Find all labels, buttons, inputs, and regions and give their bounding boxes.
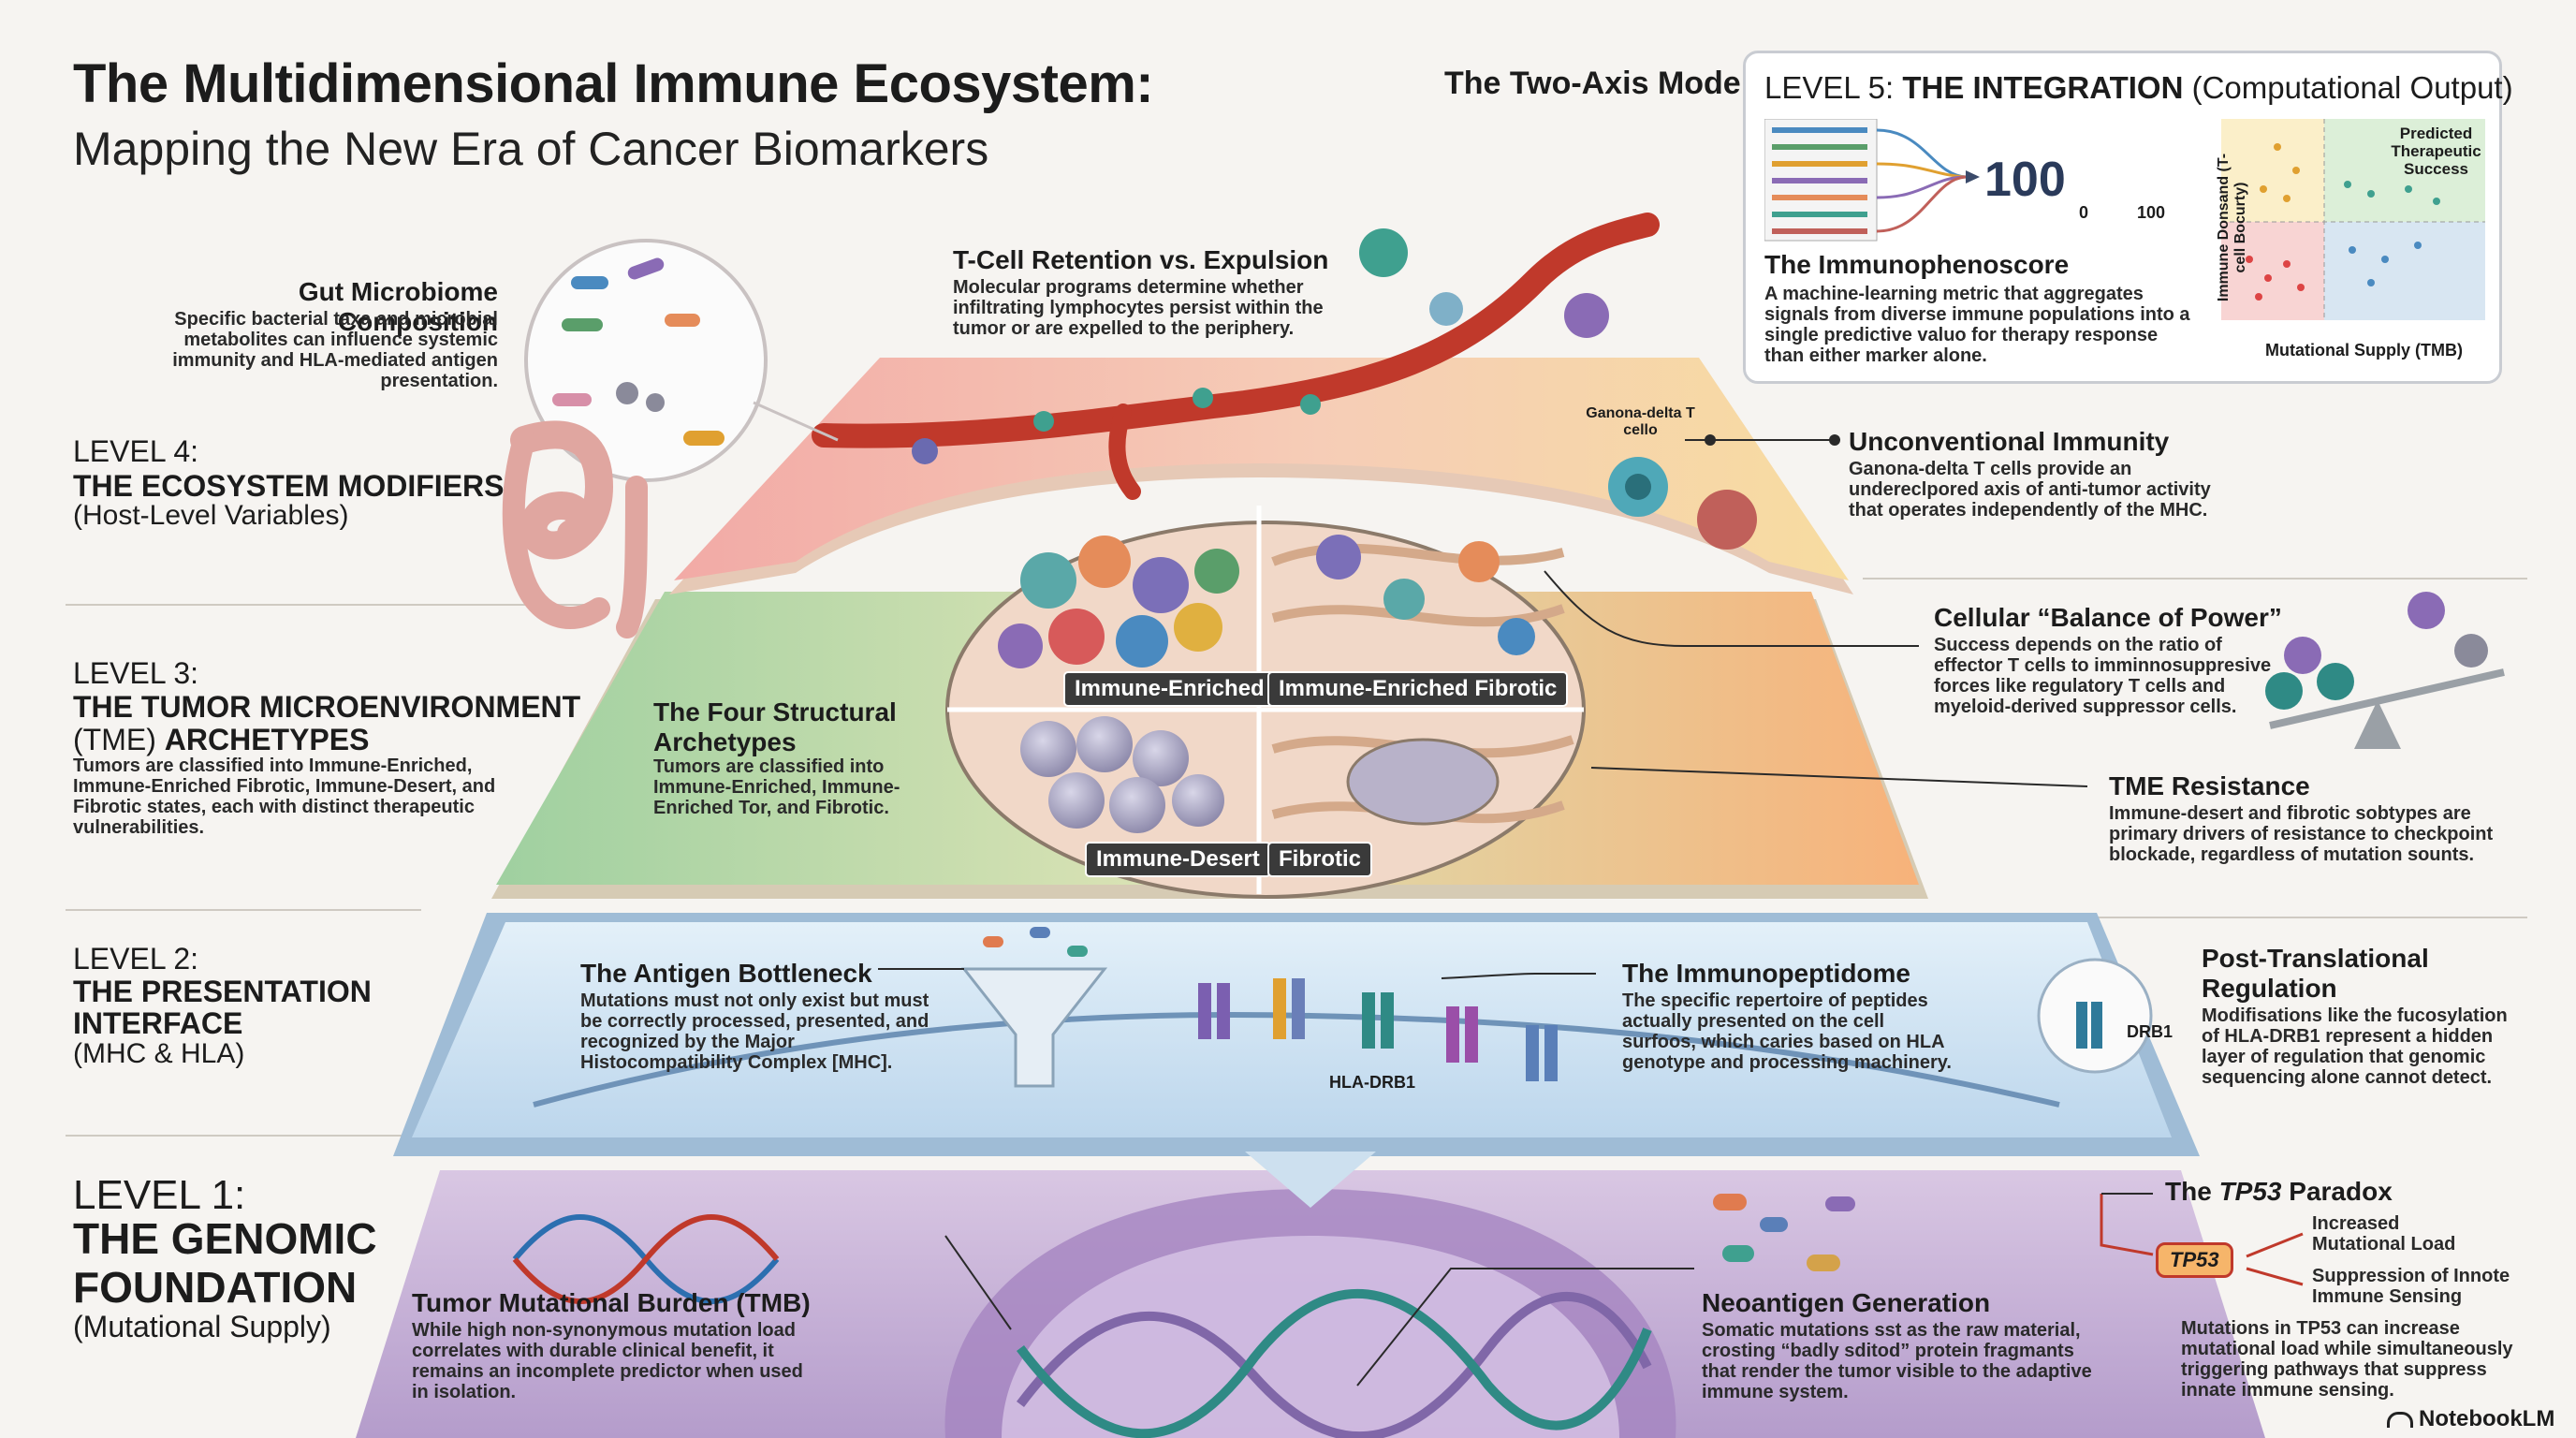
- microbiome-magnifier-icon: [524, 239, 839, 482]
- quadrant-y-axis-label: Immune Donsand (T-cell Bocurty): [2216, 153, 2248, 302]
- hla-drb1-label: HLA-DRB1: [1329, 1073, 1415, 1092]
- level4-desc: (Host-Level Variables): [73, 500, 349, 531]
- integration-panel: LEVEL 5: THE INTEGRATION (Computational …: [1743, 51, 2513, 384]
- tag-immune-enriched-fibrotic: Immune-Enriched Fibrotic: [1267, 671, 1569, 707]
- level4-number: LEVEL 4:: [73, 434, 199, 468]
- balance-title: Cellular “Balance of Power”: [1934, 603, 2282, 632]
- page-title: The Multidimensional Immune Ecosystem:: [73, 53, 1154, 114]
- balance-scale-icon: [2265, 592, 2505, 749]
- level4-name: THE ECOSYSTEM MODIFIERS: [73, 469, 505, 503]
- level3-desc: Tumors are classified into Immune-Enrich…: [73, 756, 496, 838]
- four-archetypes-desc: Tumors are classified into Immune-Enrich…: [653, 756, 900, 818]
- bottleneck-desc: Mutations must not only exist but must b…: [580, 990, 929, 1073]
- level2-name-line1: THE PRESENTATION: [73, 975, 372, 1008]
- level3-name-line1: THE TUMOR MICROENVIRONMENT: [73, 690, 581, 724]
- level3-number: LEVEL 3:: [73, 656, 199, 690]
- intestine-icon: [502, 420, 648, 638]
- signal-aggregation-icon: [1764, 119, 1980, 242]
- tme-resistance-desc: Immune-desert and fibrotic sobtypes are …: [2109, 803, 2494, 865]
- immune-desert-cells: [1020, 716, 1224, 833]
- integration-panel-title: LEVEL 5: THE INTEGRATION (Computational …: [1764, 70, 2513, 105]
- gamma-delta-t-cell-icon: [1608, 457, 1757, 550]
- tag-immune-desert: Immune-Desert: [1085, 842, 1271, 877]
- brand-name: NotebookLM: [2419, 1406, 2555, 1431]
- brand-footer: NotebookLM: [2387, 1406, 2554, 1432]
- level1-platform: [356, 1170, 2265, 1438]
- mhc-molecules-icon: [1198, 978, 1558, 1081]
- tmb-desc: While high non-synonymous mutation load …: [412, 1320, 803, 1402]
- ptr-desc: Modifisations like the fucosylation of H…: [2202, 1005, 2508, 1088]
- two-axis-title: The Two-Axis Model: [1444, 66, 1750, 101]
- tmb-title: Tumor Mutational Burden (TMB): [412, 1288, 811, 1317]
- gamma-delta-label: Ganona-delta T cello: [1586, 405, 1695, 438]
- level2-name-line2: INTERFACE: [73, 1006, 243, 1040]
- microbiome-desc: Specific bacterial taxa and microbial me…: [172, 309, 498, 391]
- tme-resistance-title: TME Resistance: [2109, 771, 2310, 800]
- score-max: 100: [2137, 203, 2166, 222]
- immunopeptidome-desc: The specific repertoire of peptides actu…: [1622, 990, 1952, 1073]
- four-archetypes-title: The Four Structural Archetypes: [653, 697, 897, 756]
- immune-enriched-fibrotic-cells: [1271, 535, 1565, 655]
- tp53-down-effect: Suppression of Innote Immune Sensing: [2312, 1266, 2510, 1307]
- level1-desc: (Mutational Supply): [73, 1310, 331, 1343]
- tag-fibrotic: Fibrotic: [1267, 842, 1372, 877]
- score-value: 100: [1984, 153, 2066, 207]
- unconventional-title: Unconventional Immunity: [1849, 427, 2170, 456]
- tag-immune-enriched: Immune-Enriched: [1063, 671, 1276, 707]
- drb1-label: DRB1: [2127, 1022, 2174, 1041]
- notebooklm-logo-icon: [2387, 1411, 2413, 1428]
- fibrotic-cells: [1271, 735, 1574, 826]
- bottleneck-title: The Antigen Bottleneck: [580, 959, 872, 988]
- tp53-arrows: [2100, 1194, 2304, 1286]
- microbiome-title: Gut Microbiome Composition: [298, 277, 498, 336]
- two-axis-quadrant-plot: [2221, 119, 2485, 320]
- funnel-icon: [960, 927, 1108, 1088]
- score-min: 0: [2079, 203, 2089, 222]
- tp53-up-effect: Increased Mutational Load: [2312, 1213, 2456, 1255]
- immunophenoscore-desc: A machine-learning metric that aggregate…: [1764, 284, 2190, 366]
- level2-number: LEVEL 2:: [73, 942, 199, 976]
- immunopeptidome-title: The Immunopeptidome: [1622, 959, 1910, 988]
- level1-name-line2: FOUNDATION: [73, 1263, 358, 1312]
- neoantigen-fragments-icon: [1713, 1194, 1855, 1271]
- level1-name-line1: THE GENOMIC: [73, 1214, 377, 1263]
- level1-number: LEVEL 1:: [73, 1172, 246, 1218]
- tcell-desc: Molecular programs determine whether inf…: [953, 277, 1324, 339]
- immune-enriched-cells: [998, 536, 1239, 668]
- level3-name-line2: (TME) ARCHETYPES: [73, 723, 370, 756]
- quadrant-success-label: Predicted Therapeutic Success: [2391, 125, 2481, 178]
- blood-vessel-icon: [812, 213, 1660, 500]
- tp53-badge: TP53: [2156, 1242, 2233, 1278]
- tp53-desc: Mutations in TP53 can increase mutationa…: [2181, 1318, 2513, 1401]
- neoantigen-desc: Somatic mutations sst as the raw materia…: [1702, 1320, 2092, 1402]
- balance-desc: Success depends on the ratio of effector…: [1934, 635, 2272, 717]
- tp53-title: The TP53 Paradox: [2165, 1177, 2393, 1206]
- lymphocytes-icon: [1359, 228, 1609, 338]
- ptr-title: Post-Translational Regulation: [2202, 944, 2429, 1003]
- page-subtitle: Mapping the New Era of Cancer Biomarkers: [73, 123, 989, 175]
- immunophenoscore-title: The Immunophenoscore: [1764, 250, 2070, 279]
- quadrant-x-axis-label: Mutational Supply (TMB): [2265, 341, 2463, 360]
- drb1-inset-icon: [2037, 958, 2153, 1074]
- level2-desc: (MHC & HLA): [73, 1038, 245, 1069]
- unconventional-desc: Ganona-delta T cells provide an underecl…: [1849, 459, 2211, 521]
- dna-helix-icon: [512, 1214, 780, 1304]
- neoantigen-title: Neoantigen Generation: [1702, 1288, 1991, 1317]
- tcell-title: T-Cell Retention vs. Expulsion: [953, 245, 1329, 274]
